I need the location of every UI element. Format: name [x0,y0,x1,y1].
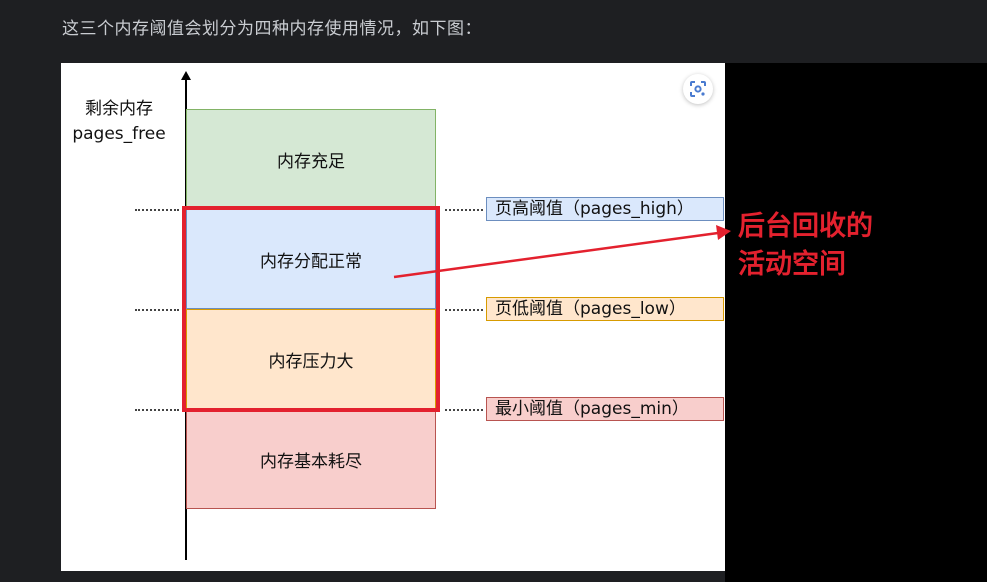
zone-exhausted: 内存基本耗尽 [186,409,436,509]
zone-pressure: 内存压力大 [186,309,436,409]
threshold-high-label: 页高阈值（pages_high） [486,197,724,221]
callout-text: 后台回收的 活动空间 [738,208,938,284]
axis-label-line1: 剩余内存 [85,99,153,119]
axis-label: 剩余内存 pages_free [67,97,171,147]
dots-left-high [135,209,179,211]
dots-right-low [445,309,483,311]
threshold-min-label: 最小阈值（pages_min） [486,397,724,421]
dots-right-high [445,209,483,211]
axis-arrowhead [181,71,191,80]
highlight-frame [182,206,440,412]
dots-right-min [445,409,483,411]
google-lens-icon[interactable] [683,74,713,104]
diagram-image: 剩余内存 pages_free 内存充足 内存分配正常 内存压力大 内存基本耗尽… [61,63,725,571]
dots-left-low [135,309,179,311]
callout-line1: 后台回收的 [738,211,873,242]
threshold-low-label: 页低阈值（pages_low） [486,297,724,321]
dark-background-panel [725,63,987,582]
callout-line2: 活动空间 [738,249,846,280]
caption-text: 这三个内存阈值会划分为四种内存使用情况，如下图： [62,19,482,39]
axis-label-line2: pages_free [72,124,166,144]
dots-left-min [135,409,179,411]
zone-normal: 内存分配正常 [186,209,436,309]
